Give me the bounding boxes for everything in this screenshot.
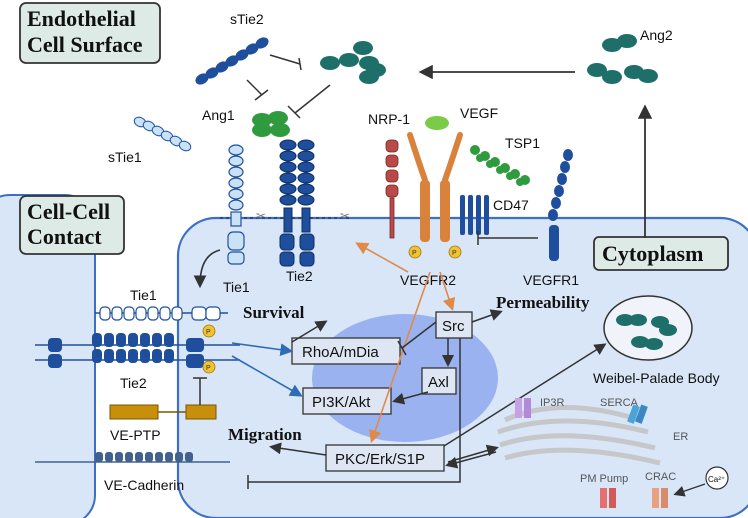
- calcium-entry-arrow: [673, 483, 706, 497]
- svg-text:P: P: [452, 250, 457, 257]
- veptp-label: VE-PTP: [110, 427, 161, 443]
- vegfr2-pkc-arrow: [369, 271, 431, 444]
- pi3k-box: PI3K/Akt: [302, 387, 392, 415]
- stie1-label: sTie1: [108, 149, 142, 165]
- src-rhoa-inhibition: [401, 321, 437, 349]
- cell-cell-contact-title: Cell-Cell Contact: [19, 195, 125, 255]
- wpb-label: Weibel-Palade Body: [593, 370, 720, 386]
- survival-outcome: Survival: [243, 303, 305, 322]
- vegfr2-label: VEGFR2: [400, 272, 456, 288]
- ang1-label: Ang1: [202, 107, 235, 123]
- svg-text:Endothelial: Endothelial: [27, 6, 136, 31]
- pkc-box: PKC/Erk/S1P: [325, 444, 445, 472]
- svg-text:Cell Surface: Cell Surface: [27, 32, 143, 57]
- phospho-tie2-upper: P: [206, 329, 211, 336]
- svg-text:Src: Src: [442, 318, 465, 335]
- vegf-label: VEGF: [460, 105, 498, 121]
- ang2-label: Ang2: [640, 27, 673, 43]
- vegfr2-src-arrow: [439, 271, 456, 312]
- svg-text:Cell-Cell: Cell-Cell: [27, 199, 110, 224]
- axl-pi3k-arrow: [392, 391, 429, 405]
- tie1-receptor: [227, 144, 245, 265]
- ip3r-label: IP3R: [540, 397, 565, 409]
- tie2-receptor: [279, 139, 315, 267]
- stie2-inhibitions: [246, 54, 331, 119]
- src-vecadherin-inhibition: [248, 338, 461, 483]
- svg-text:Axl: Axl: [428, 374, 449, 391]
- nrp1-receptor: [385, 139, 399, 239]
- ang-cluster-top: [320, 41, 386, 84]
- calcium-ion: [705, 466, 729, 490]
- tie1-internal-arrow: [193, 249, 221, 289]
- pkc-wpb-arrow: [443, 343, 607, 447]
- cd47-label: CD47: [493, 197, 529, 213]
- junction-tie2: [35, 324, 240, 374]
- svg-text:P: P: [412, 250, 417, 257]
- pm-pump: [600, 488, 616, 508]
- vecadherin-label: VE-Cadherin: [104, 477, 184, 493]
- permeability-outcome: Permeability: [496, 293, 590, 312]
- calcium-label: Ca²⁺: [708, 475, 725, 484]
- tie2-top-label: Tie2: [286, 268, 313, 284]
- er-label: ER: [673, 431, 688, 443]
- serca-label: SERCA: [600, 397, 639, 409]
- nrp1-label: NRP-1: [368, 111, 410, 127]
- pm-pump-label: PM Pump: [580, 473, 628, 485]
- stie2-label: sTie2: [230, 11, 264, 27]
- rhoa-box: RhoA/mDia: [291, 337, 401, 365]
- tie1-top-label: Tie1: [223, 279, 250, 295]
- src-box: Src: [435, 311, 473, 339]
- vegfr1-receptor: [548, 149, 573, 261]
- svg-text:Contact: Contact: [27, 224, 102, 249]
- serca-pump: [627, 404, 648, 424]
- svg-text:RhoA/mDia: RhoA/mDia: [302, 344, 379, 361]
- stie1-protein: [133, 116, 192, 152]
- svg-text:PI3K/Akt: PI3K/Akt: [312, 394, 371, 411]
- migration-outcome: Migration: [228, 425, 302, 444]
- ip3r-channel: [515, 398, 531, 418]
- cytoplasm-title: Cytoplasm: [593, 236, 729, 271]
- vecadherin: [35, 452, 230, 463]
- axl-box: Axl: [421, 367, 457, 395]
- tie2-left-label: Tie2: [120, 375, 147, 391]
- tsp1-protein: [470, 145, 530, 186]
- rhoa-survival-arrow: [291, 320, 328, 343]
- vegfr2-upward-arrow: [355, 242, 409, 273]
- phospho-tie2-lower: P: [206, 365, 211, 372]
- tie2-pi3k-arrow: [231, 355, 303, 397]
- stie2-protein: [195, 37, 269, 85]
- scissors-icon: ✂: [340, 209, 350, 223]
- crac-label: CRAC: [645, 471, 676, 483]
- vegfr2-receptor: P P: [407, 132, 463, 259]
- weibel-palade-body: [603, 295, 693, 361]
- tie1-left-label: Tie1: [130, 287, 157, 303]
- svg-text:Cytoplasm: Cytoplasm: [602, 241, 703, 266]
- junction-tie1: [95, 306, 228, 321]
- vegf-ligand: [425, 116, 449, 130]
- pkc-migration-arrow: [269, 442, 327, 456]
- endothelial-surface-title: Endothelial Cell Surface: [19, 2, 161, 64]
- veptp: [109, 377, 217, 420]
- crac-channel: [652, 488, 668, 508]
- vegfr1-label: VEGFR1: [523, 272, 579, 288]
- cd47-receptor: [460, 195, 489, 235]
- scissors-icon: ✂: [256, 209, 266, 223]
- tsp1-label: TSP1: [505, 135, 540, 151]
- svg-text:PKC/Erk/S1P: PKC/Erk/S1P: [335, 451, 425, 468]
- tie2-rhoa-arrow: [231, 342, 294, 357]
- ang1-cluster: [252, 111, 290, 137]
- ang2-cluster: [587, 34, 658, 84]
- src-permeability-arrow: [471, 309, 503, 323]
